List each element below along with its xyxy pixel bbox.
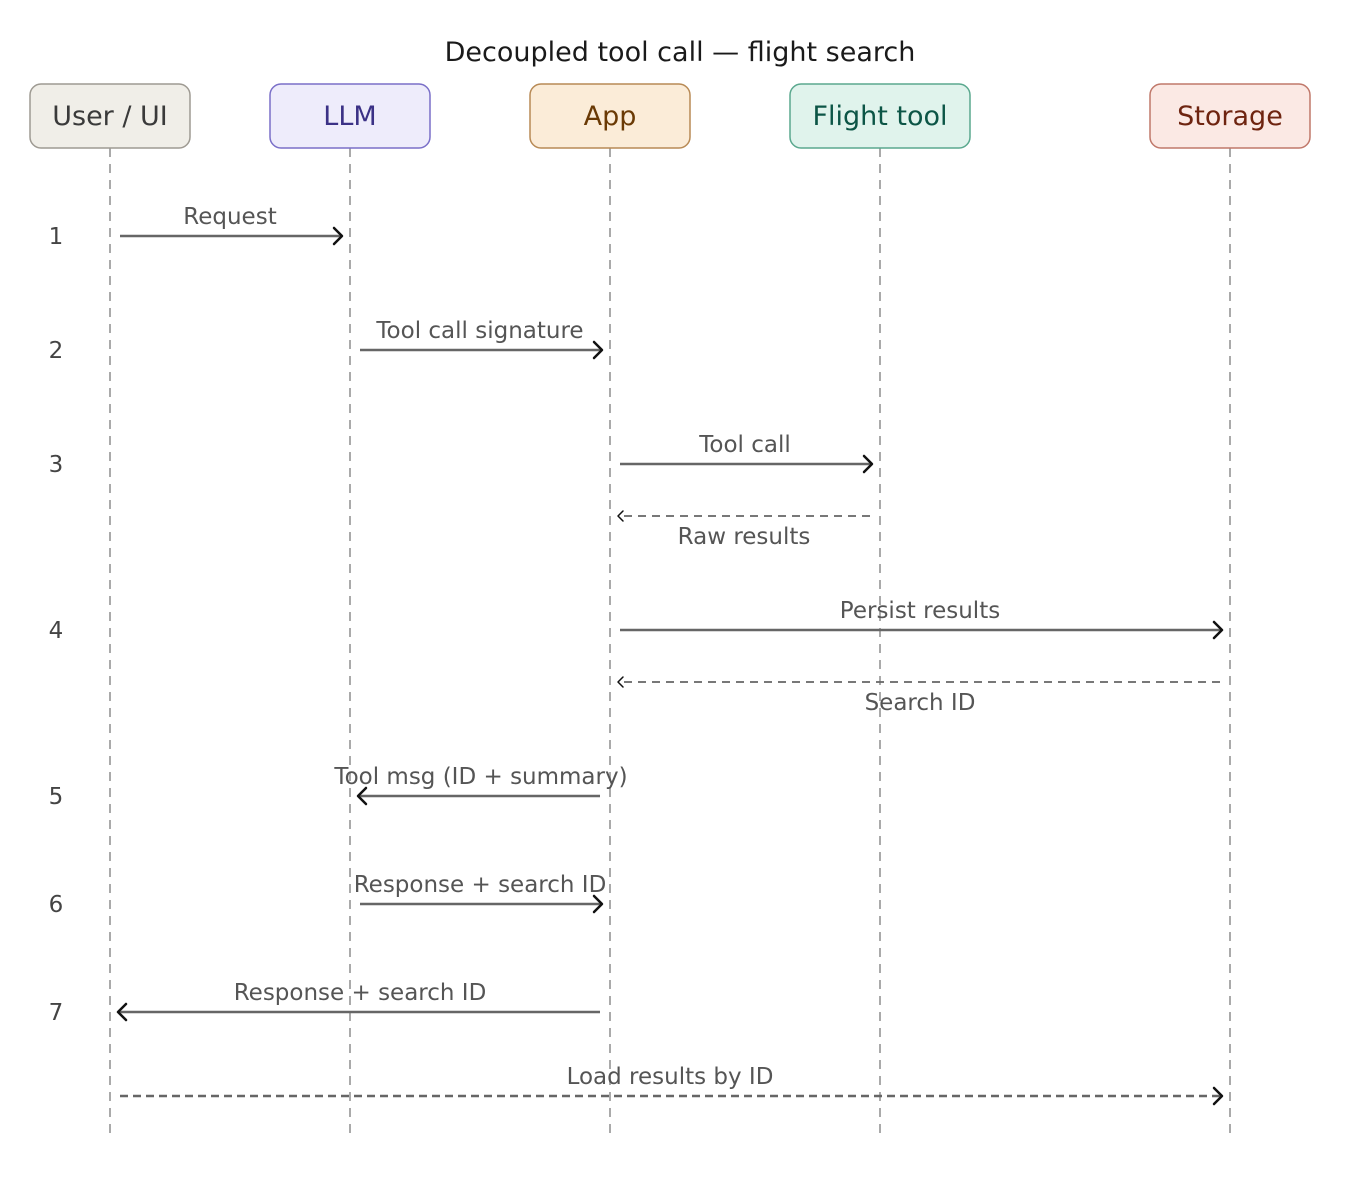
step-number: 6 (49, 892, 64, 918)
actor-label: User / UI (52, 101, 168, 132)
actor-box (29, 83, 191, 149)
message-label: Request (183, 204, 276, 230)
message: Search ID (617, 676, 1220, 716)
arrowhead-icon (1212, 620, 1224, 640)
message-label: Tool call (698, 432, 791, 458)
message: Response + search ID 7 (49, 980, 600, 1026)
step-number: 4 (49, 618, 64, 644)
arrowhead-icon (332, 226, 344, 246)
message: Raw results (617, 510, 870, 550)
arrowhead-icon (617, 676, 624, 688)
actors: User / UI LLM App Flight tool Storage (29, 83, 1311, 149)
actor-label: LLM (323, 101, 376, 132)
arrowhead-icon (592, 340, 604, 360)
message: Tool call signature 2 (49, 318, 604, 364)
message-label: Persist results (840, 598, 1000, 624)
step-number: 1 (49, 224, 64, 250)
message: Request 1 (49, 204, 344, 250)
step-number: 5 (49, 784, 64, 810)
message-label: Tool msg (ID + summary) (333, 764, 627, 790)
message: Response + search ID 6 (49, 872, 607, 918)
arrowhead-icon (1212, 1086, 1224, 1106)
actor-label: Storage (1177, 101, 1283, 132)
lifelines (109, 148, 1231, 1135)
diagram-title: Decoupled tool call — flight search (445, 37, 916, 68)
arrowhead-icon (862, 454, 874, 474)
actor-box (269, 83, 431, 149)
message-label: Tool call signature (375, 318, 583, 344)
arrowhead-icon (592, 894, 604, 914)
message-label: Search ID (865, 690, 976, 716)
actor-label: App (584, 101, 637, 132)
actor-box (789, 83, 971, 149)
message-label: Load results by ID (567, 1064, 774, 1090)
message: Tool msg (ID + summary) 5 (49, 764, 628, 810)
actor-app: App (529, 83, 691, 149)
message: Load results by ID (120, 1064, 1224, 1106)
arrowhead-icon (356, 786, 368, 806)
actor-storage: Storage (1149, 83, 1311, 149)
message-label: Response + search ID (234, 980, 487, 1006)
actor-tool: Flight tool (789, 83, 971, 149)
message-label: Response + search ID (354, 872, 607, 898)
arrowhead-icon (617, 510, 624, 522)
step-number: 2 (49, 338, 64, 364)
actor-label: Flight tool (812, 101, 947, 132)
actor-box (529, 83, 691, 149)
message-label: Raw results (678, 524, 811, 550)
message: Tool call 3 (49, 432, 874, 478)
arrowhead-icon (116, 1002, 128, 1022)
step-number: 7 (49, 1000, 64, 1026)
message: Persist results 4 (49, 598, 1224, 644)
step-number: 3 (49, 452, 64, 478)
actor-user: User / UI (29, 83, 191, 149)
actor-box (1149, 83, 1311, 149)
actor-llm: LLM (269, 83, 431, 149)
